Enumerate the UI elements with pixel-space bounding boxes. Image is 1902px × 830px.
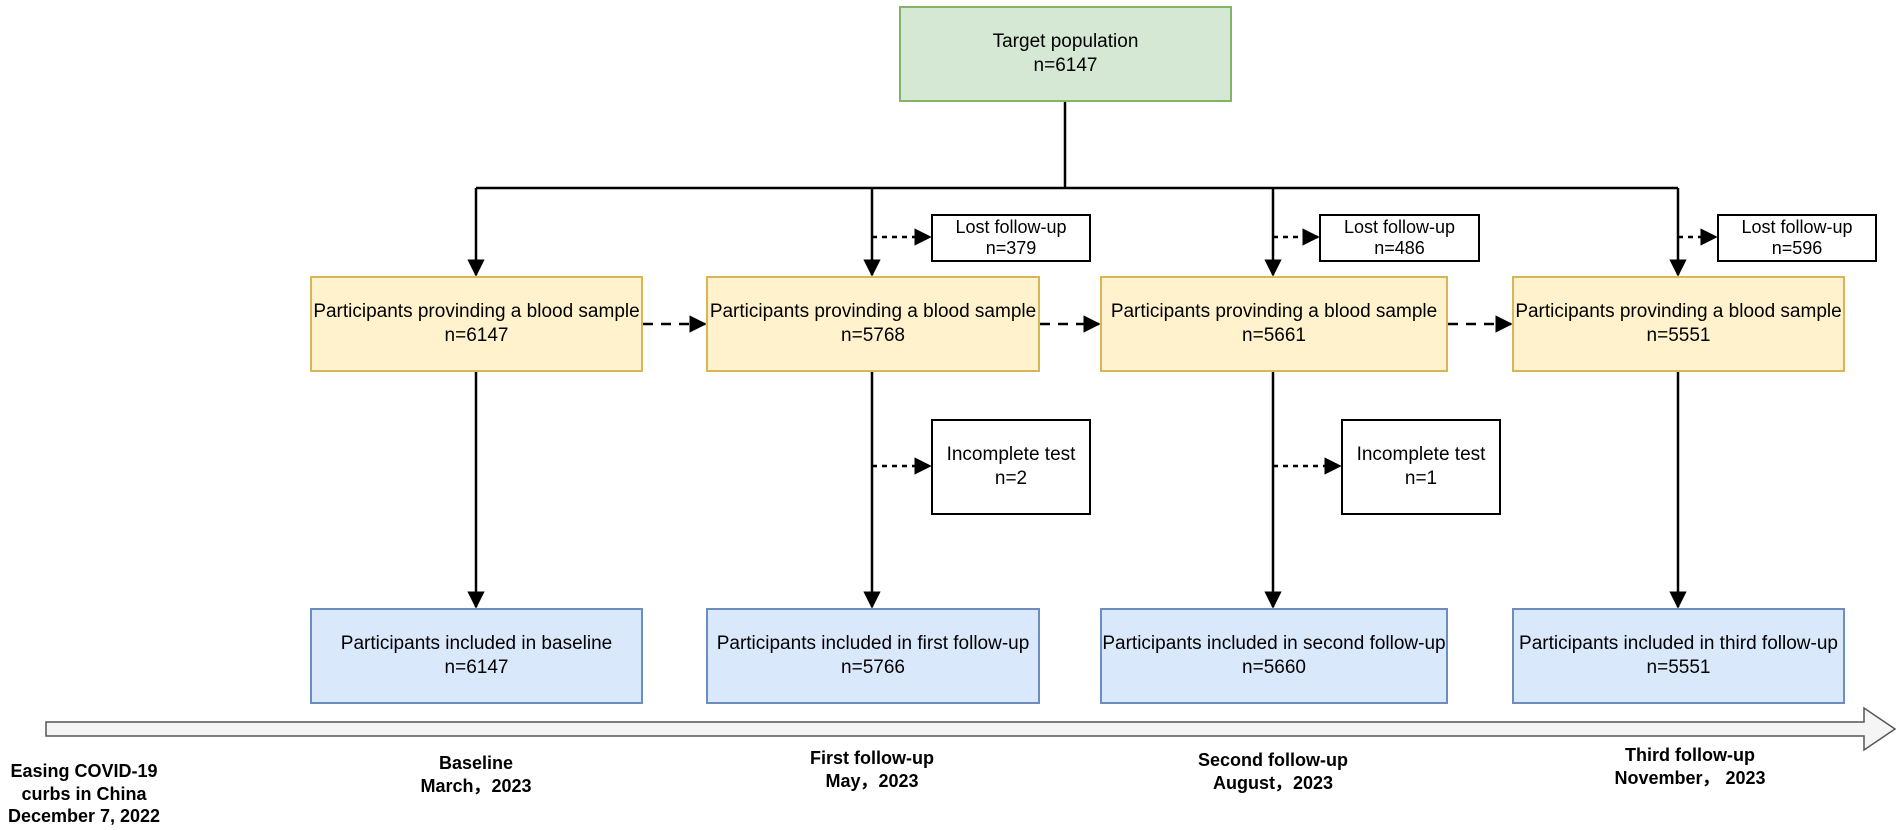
incomplete-title: Incomplete test: [1356, 444, 1486, 466]
blood-sample-box-second: Participants provinding a blood sample n…: [1100, 276, 1448, 372]
included-box-baseline: Participants included in baseline n=6147: [310, 608, 643, 704]
timeline-start-line2: curbs in China: [21, 783, 147, 804]
lost-title: Lost follow-up: [955, 217, 1067, 238]
timeline-point-name: Second follow-up: [1198, 750, 1348, 770]
lost-follow-up-box-third: Lost follow-up n=596: [1717, 214, 1877, 262]
blood-sample-box-first: Participants provinding a blood sample n…: [706, 276, 1040, 372]
blood-title: Participants provinding a blood sample: [313, 301, 640, 323]
blood-sample-box-baseline: Participants provinding a blood sample n…: [310, 276, 643, 372]
incomplete-test-box-second: Incomplete test n=1: [1341, 419, 1501, 515]
timeline-point-second: Second follow-up August，2023: [1198, 749, 1348, 794]
lost-follow-up-box-second: Lost follow-up n=486: [1319, 214, 1480, 262]
blood-sample-box-third: Participants provinding a blood sample n…: [1512, 276, 1845, 372]
included-box-second: Participants included in second follow-u…: [1100, 608, 1448, 704]
blood-title: Participants provinding a blood sample: [709, 301, 1037, 323]
timeline-start-line1: Easing COVID-19: [10, 761, 158, 781]
target-population-box: Target population n=6147: [899, 6, 1232, 102]
included-title: Participants included in second follow-u…: [1102, 633, 1446, 655]
timeline-start-line3: December 7, 2022: [7, 806, 161, 826]
included-count: n=6147: [444, 657, 509, 678]
timeline-point-date: November， 2023: [1614, 767, 1766, 788]
timeline-start-label: Easing COVID-19 curbs in China December …: [8, 760, 160, 828]
lost-follow-up-box-first: Lost follow-up n=379: [931, 214, 1091, 262]
blood-count: n=5551: [1646, 325, 1711, 346]
blood-title: Participants provinding a blood sample: [1515, 301, 1842, 323]
included-count: n=5660: [1242, 657, 1306, 678]
included-count: n=5551: [1646, 657, 1711, 678]
timeline-point-third: Third follow-up November， 2023: [1614, 744, 1765, 789]
included-title: Participants included in baseline: [340, 633, 613, 655]
lost-count: n=486: [1374, 238, 1425, 258]
timeline-point-name: Third follow-up: [1625, 745, 1755, 765]
blood-count: n=6147: [444, 325, 509, 346]
timeline-point-name: First follow-up: [810, 748, 934, 768]
included-box-third: Participants included in third follow-up…: [1512, 608, 1845, 704]
incomplete-title: Incomplete test: [946, 444, 1076, 466]
lost-title: Lost follow-up: [1741, 217, 1853, 238]
incomplete-count: n=1: [1404, 468, 1438, 489]
timeline-point-baseline: Baseline March，2023: [420, 752, 531, 797]
included-title: Participants included in first follow-up: [716, 633, 1030, 655]
incomplete-test-box-first: Incomplete test n=2: [931, 419, 1091, 515]
timeline-point-name: Baseline: [438, 753, 514, 773]
blood-count: n=5661: [1242, 325, 1306, 346]
timeline-arrow: [45, 706, 1897, 752]
blood-title: Participants provinding a blood sample: [1110, 301, 1438, 323]
included-count: n=5766: [841, 657, 905, 678]
blood-count: n=5768: [841, 325, 905, 346]
incomplete-count: n=2: [994, 468, 1028, 489]
timeline-point-date: May，2023: [825, 770, 919, 791]
target-count: n=6147: [1033, 55, 1098, 76]
included-title: Participants included in third follow-up: [1519, 633, 1838, 655]
included-box-first: Participants included in first follow-up…: [706, 608, 1040, 704]
timeline-point-date: March，2023: [420, 775, 532, 796]
target-title: Target population: [992, 31, 1139, 53]
lost-count: n=596: [1771, 238, 1823, 258]
timeline-point-date: August，2023: [1212, 772, 1334, 793]
lost-title: Lost follow-up: [1343, 217, 1456, 238]
timeline-point-first: First follow-up May，2023: [810, 747, 934, 792]
lost-count: n=379: [985, 238, 1037, 258]
